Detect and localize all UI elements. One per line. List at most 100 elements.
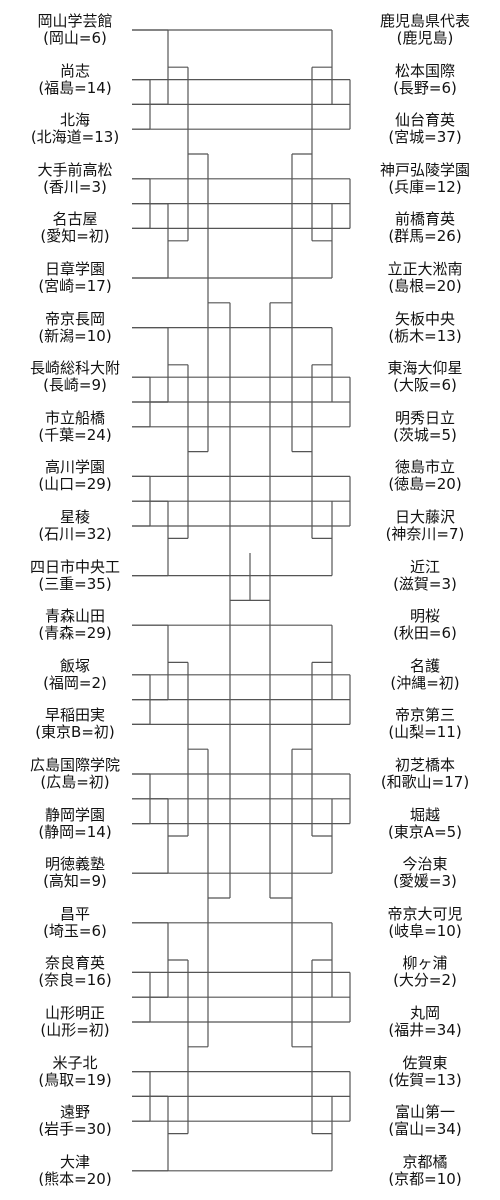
team-entry: 遠野(岩手=30) bbox=[0, 1104, 150, 1138]
team-entry: 徳島市立(徳島=20) bbox=[350, 459, 500, 493]
team-name: 高川学園 bbox=[44, 458, 105, 477]
team-entry: 広島国際学院(広島=初) bbox=[0, 757, 150, 791]
team-prefecture: (茨城=5) bbox=[393, 425, 457, 444]
team-entry: 市立船橋(千葉=24) bbox=[0, 408, 150, 444]
team-name: 市立船橋 bbox=[44, 408, 105, 427]
team-name: 日章学園 bbox=[44, 260, 105, 278]
team-entry: 前橋育英(群馬=26) bbox=[350, 211, 500, 245]
team-prefecture: (岐阜=10) bbox=[388, 921, 462, 940]
team-name: 佐賀東 bbox=[402, 1053, 448, 1072]
team-prefecture: (大阪=6) bbox=[393, 376, 457, 395]
team-prefecture: (福井=34) bbox=[388, 1021, 462, 1039]
team-prefecture: (佐賀=13) bbox=[388, 1070, 462, 1089]
team-entry: 青森山田(青森=29) bbox=[0, 608, 150, 642]
team-name: 初芝橋本 bbox=[394, 756, 455, 774]
team-prefecture: (愛媛=3) bbox=[393, 872, 457, 891]
team-prefecture: (兵庫=12) bbox=[388, 177, 462, 196]
team-prefecture: (青森=29) bbox=[38, 624, 112, 643]
team-entry: 奈良育英(奈良=16) bbox=[0, 955, 150, 989]
team-name: 早稲田実 bbox=[44, 706, 105, 725]
team-prefecture: (東京B=初) bbox=[35, 723, 115, 742]
team-prefecture: (岩手=30) bbox=[38, 1120, 112, 1139]
team-entry: 富山第一(富山=34) bbox=[350, 1104, 500, 1138]
team-name: 前橋育英 bbox=[394, 210, 455, 229]
team-entry: 立正大淞南(島根=20) bbox=[350, 261, 500, 295]
team-name: 帝京第三 bbox=[394, 706, 455, 725]
team-entry: 日大藤沢(神奈川=7) bbox=[350, 509, 500, 543]
team-prefecture: (鹿児島) bbox=[396, 29, 454, 47]
team-prefecture: (福岡=2) bbox=[43, 673, 107, 692]
team-name: 米子北 bbox=[52, 1053, 98, 1072]
team-prefecture: (大分=2) bbox=[393, 971, 457, 990]
team-entry: 岡山学芸館(岡山=6) bbox=[0, 13, 150, 47]
team-entry: 四日市中央工(三重=35) bbox=[0, 557, 150, 593]
team-name: 東海大仰星 bbox=[387, 359, 463, 378]
team-name: 日大藤沢 bbox=[394, 508, 455, 526]
team-prefecture: (神奈川=7) bbox=[385, 525, 465, 543]
team-name: 明秀日立 bbox=[394, 408, 455, 427]
team-name: 帝京長岡 bbox=[44, 309, 105, 328]
team-name: 静岡学園 bbox=[44, 805, 105, 824]
team-prefecture: (島根=20) bbox=[388, 277, 462, 295]
team-entry: 飯塚(福岡=2) bbox=[0, 656, 150, 692]
team-prefecture: (富山=34) bbox=[388, 1120, 462, 1139]
team-prefecture: (香川=3) bbox=[43, 177, 107, 196]
team-entry: 北海(北海道=13) bbox=[0, 112, 150, 146]
team-prefecture: (埼玉=6) bbox=[43, 921, 107, 940]
team-entry: 高川学園(山口=29) bbox=[0, 459, 150, 493]
team-prefecture: (群馬=26) bbox=[388, 227, 462, 246]
team-prefecture: (山形=初) bbox=[40, 1021, 110, 1039]
team-entry: 大手前高松(香川=3) bbox=[0, 161, 150, 196]
team-prefecture: (宮崎=17) bbox=[38, 277, 112, 295]
team-name: 大津 bbox=[59, 1152, 90, 1171]
team-prefecture: (新潟=10) bbox=[38, 326, 112, 345]
team-entry: 星稜(石川=32) bbox=[0, 509, 150, 543]
team-prefecture: (長野=6) bbox=[393, 78, 457, 97]
team-entry: 明桜(秋田=6) bbox=[350, 608, 500, 642]
team-entry: 今治東(愛媛=3) bbox=[350, 856, 500, 890]
team-name: 飯塚 bbox=[59, 656, 90, 675]
team-entry: 堀越(東京A=5) bbox=[350, 806, 500, 841]
team-prefecture: (奈良=16) bbox=[38, 971, 112, 990]
team-entry: 神戸弘陵学園(兵庫=12) bbox=[350, 160, 500, 196]
team-prefecture: (山口=29) bbox=[38, 475, 112, 494]
team-entry: 柳ヶ浦(大分=2) bbox=[350, 955, 500, 989]
team-entry: 大津(熊本=20) bbox=[0, 1152, 150, 1188]
team-entry: 帝京長岡(新潟=10) bbox=[0, 309, 150, 345]
team-name: 神戸弘陵学園 bbox=[379, 160, 470, 179]
team-entry: 米子北(鳥取=19) bbox=[0, 1053, 150, 1089]
team-name: 四日市中央工 bbox=[29, 557, 120, 576]
team-name: 昌平 bbox=[59, 904, 90, 923]
team-prefecture: (静岡=14) bbox=[38, 822, 112, 841]
team-entry: 帝京第三(山梨=11) bbox=[350, 707, 500, 741]
team-prefecture: (鳥取=19) bbox=[38, 1070, 112, 1089]
team-prefecture: (長崎=9) bbox=[43, 376, 107, 395]
team-prefecture: (熊本=20) bbox=[38, 1169, 112, 1188]
team-name: 徳島市立 bbox=[394, 458, 455, 477]
team-name: 尚志 bbox=[59, 61, 90, 80]
team-entry: 明徳義塾(高知=9) bbox=[0, 856, 150, 890]
team-entry: 東海大仰星(大阪=6) bbox=[350, 360, 500, 394]
team-entry: 松本国際(長野=6) bbox=[350, 61, 500, 97]
team-prefecture: (福島=14) bbox=[38, 78, 112, 97]
team-entry: 長崎総科大附(長崎=9) bbox=[0, 360, 150, 394]
team-entry: 早稲田実(東京B=初) bbox=[0, 707, 150, 741]
team-entry: 帝京大可児(岐阜=10) bbox=[350, 905, 500, 940]
team-name: 京都橘 bbox=[402, 1152, 448, 1171]
team-name: 北海 bbox=[59, 111, 90, 130]
team-prefecture: (山梨=11) bbox=[388, 723, 462, 742]
team-entry: 尚志(福島=14) bbox=[0, 61, 150, 97]
team-prefecture: (滋賀=3) bbox=[393, 574, 457, 593]
team-name: 山形明正 bbox=[44, 1004, 105, 1022]
team-entry: 日章学園(宮崎=17) bbox=[0, 261, 150, 295]
team-entry: 佐賀東(佐賀=13) bbox=[350, 1053, 500, 1089]
team-name: 立正大淞南 bbox=[387, 260, 463, 278]
team-prefecture: (沖縄=初) bbox=[390, 673, 460, 692]
team-name: 松本国際 bbox=[394, 61, 455, 80]
team-name: 長崎総科大附 bbox=[29, 359, 120, 378]
team-name: 矢板中央 bbox=[394, 309, 455, 328]
team-prefecture: (秋田=6) bbox=[393, 624, 457, 643]
team-name: 広島国際学院 bbox=[29, 756, 120, 774]
team-entry: 初芝橋本(和歌山=17) bbox=[350, 757, 500, 791]
